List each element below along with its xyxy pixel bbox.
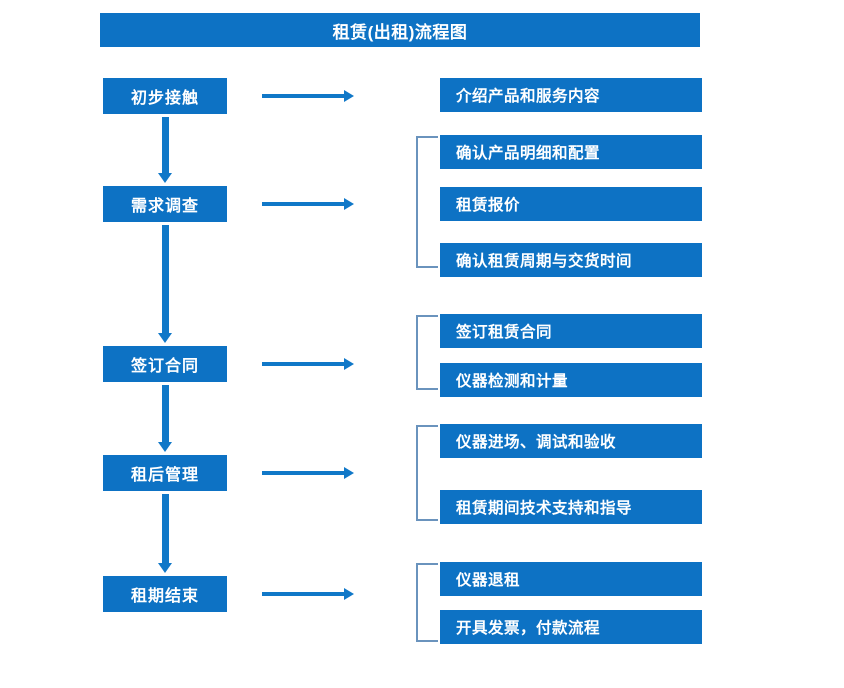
detail-box-9[interactable]: 仪器退租	[440, 562, 702, 596]
flow-arrow-down-3	[158, 385, 172, 452]
detail-box-10[interactable]: 开具发票，付款流程	[440, 610, 702, 644]
link-arrow-right-2	[262, 198, 354, 210]
group-bracket-4	[416, 425, 438, 521]
link-arrow-right-4	[262, 467, 354, 479]
detail-box-2[interactable]: 确认产品明细和配置	[440, 135, 702, 169]
detail-box-5[interactable]: 签订租赁合同	[440, 314, 702, 348]
detail-box-3[interactable]: 租赁报价	[440, 187, 702, 221]
stage-box-2[interactable]: 需求调查	[103, 186, 227, 222]
group-bracket-2	[416, 136, 438, 268]
stage-box-4[interactable]: 租后管理	[103, 455, 227, 491]
stage-box-3[interactable]: 签订合同	[103, 346, 227, 382]
flow-arrow-down-1	[158, 117, 172, 183]
detail-box-8[interactable]: 租赁期间技术支持和指导	[440, 490, 702, 524]
group-bracket-5	[416, 563, 438, 642]
link-arrow-right-3	[262, 358, 354, 370]
page-title: 租赁(出租)流程图	[100, 13, 700, 47]
detail-box-4[interactable]: 确认租赁周期与交货时间	[440, 243, 702, 277]
link-arrow-right-1	[262, 90, 354, 102]
flow-arrow-down-2	[158, 225, 172, 343]
detail-box-7[interactable]: 仪器进场、调试和验收	[440, 424, 702, 458]
detail-box-6[interactable]: 仪器检测和计量	[440, 363, 702, 397]
stage-box-1[interactable]: 初步接触	[103, 78, 227, 114]
group-bracket-3	[416, 315, 438, 390]
detail-box-1[interactable]: 介绍产品和服务内容	[440, 78, 702, 112]
stage-box-5[interactable]: 租期结束	[103, 576, 227, 612]
link-arrow-right-5	[262, 588, 354, 600]
flow-arrow-down-4	[158, 494, 172, 573]
